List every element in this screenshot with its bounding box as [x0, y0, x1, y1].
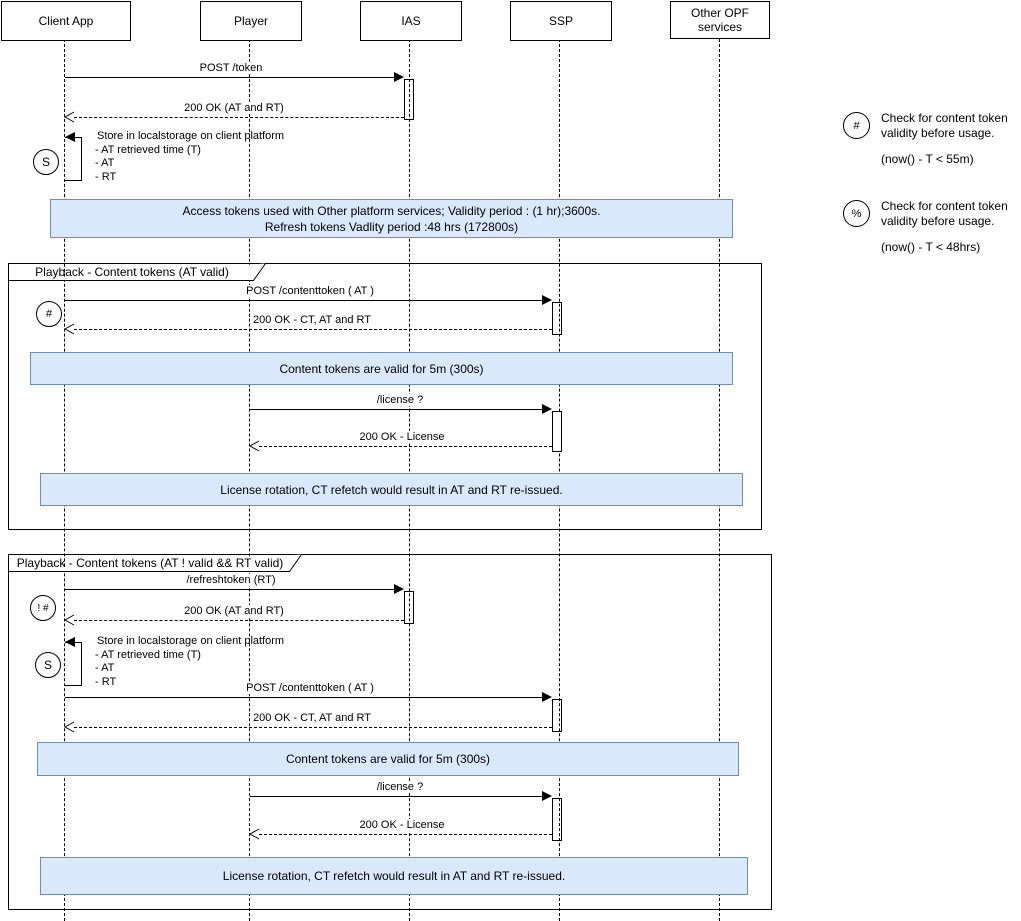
self-message-store-1: Store in localstorage on client platform… — [95, 130, 284, 184]
message-ok-at-rt-label: 200 OK (AT and RT) — [182, 102, 286, 114]
actor-ias: IAS — [360, 1, 462, 41]
band-line: License rotation, CT refetch would resul… — [222, 869, 566, 883]
message-post-token-line — [65, 77, 395, 78]
message-ok-license-2-line — [259, 834, 552, 835]
self-message-bracket — [65, 642, 82, 686]
self-message-bracket — [65, 137, 82, 181]
arrowhead-icon — [394, 72, 404, 82]
message-license-2-label: /license ? — [374, 781, 426, 793]
self-message-item: - RT — [95, 170, 117, 183]
message-refreshtoken-line — [65, 589, 394, 590]
self-message-item: - AT — [95, 662, 115, 674]
message-post-contenttoken-label: POST /contenttoken ( AT ) — [244, 285, 376, 297]
frame-label-outline — [8, 554, 302, 572]
open-arrowhead-icon — [64, 614, 75, 626]
activation-bar-ssp — [552, 699, 562, 732]
open-arrowhead-icon — [64, 323, 75, 335]
arrowhead-icon — [542, 692, 552, 702]
message-ok-license-label: 200 OK - License — [357, 431, 447, 443]
band-line: Access tokens used with Other platform s… — [182, 203, 601, 218]
message-post-token-label: POST /token — [197, 62, 265, 74]
actor-ssp: SSP — [510, 1, 612, 41]
actor-client-app: Client App — [1, 1, 131, 41]
message-license-label: /license ? — [374, 394, 426, 406]
self-message-title: Store in localstorage on client platform — [97, 635, 285, 647]
band-line: Content tokens are valid for 5m (300s) — [285, 752, 491, 766]
band-line: Content tokens are valid for 5m (300s) — [279, 361, 484, 376]
message-ok-ct-at-rt-label: 200 OK - CT, AT and RT — [251, 314, 373, 326]
band-license-rotation-1: License rotation, CT refetch would resul… — [40, 473, 743, 506]
activation-bar-ias — [404, 79, 414, 120]
arrowhead-icon — [394, 584, 404, 594]
note-hash-formula: (now() - T < 55m) — [881, 152, 974, 166]
note-hash-icon: # — [843, 112, 870, 139]
self-message-item: - AT — [95, 157, 115, 169]
self-message-store-2: Store in localstorage on client platform… — [95, 635, 284, 689]
note-percent-icon: % — [843, 200, 870, 227]
message-ok-license-line — [259, 446, 552, 447]
arrowhead-icon — [542, 404, 552, 414]
band-license-rotation-2: License rotation, CT refetch would resul… — [40, 857, 748, 895]
marker-store-2: S — [35, 652, 61, 678]
marker-hash: # — [36, 301, 62, 327]
note-percent-text: Check for content token validity before … — [881, 199, 1008, 228]
actor-label: Client App — [38, 13, 94, 28]
self-message-item: - RT — [95, 675, 117, 688]
self-message-item: - AT retrieved time (T) — [95, 143, 201, 156]
message-ok-ct-at-rt-2-line — [74, 727, 552, 728]
message-post-contenttoken-2-line — [65, 697, 542, 698]
message-license-2-line — [250, 796, 542, 797]
activation-bar-ssp — [552, 411, 562, 452]
note-hash-text: Check for content token validity before … — [881, 111, 1008, 140]
message-license-line — [250, 409, 542, 410]
marker-store-1: S — [33, 149, 59, 175]
self-message-title: Store in localstorage on client platform — [97, 130, 285, 142]
message-post-contenttoken-line — [65, 300, 542, 301]
activation-bar-ias — [404, 591, 414, 624]
open-arrowhead-icon — [64, 721, 75, 733]
band-line: Refresh tokens Vadlity period :48 hrs (1… — [264, 219, 519, 234]
message-refreshtoken-label: /refreshtoken (RT) — [184, 574, 278, 586]
open-arrowhead-icon — [249, 828, 260, 840]
open-arrowhead-icon — [249, 440, 260, 452]
activation-bar-ssp — [552, 302, 562, 335]
actor-other-opf: Other OPF services — [670, 1, 770, 39]
self-message-item: - AT retrieved time (T) — [95, 648, 201, 661]
arrowhead-icon — [542, 295, 552, 305]
arrowhead-icon — [542, 791, 552, 801]
frame-playback-at-valid — [8, 263, 762, 530]
actor-label: Other OPF services — [690, 5, 749, 34]
marker-bang-hash: ! # — [30, 595, 56, 621]
message-ok-at-rt-2-label: 200 OK (AT and RT) — [182, 605, 286, 617]
activation-bar-ssp — [552, 798, 562, 841]
open-arrowhead-icon — [64, 111, 75, 123]
message-ok-license-2-label: 200 OK - License — [357, 819, 447, 831]
actor-player: Player — [200, 1, 302, 41]
actor-label: Player — [233, 13, 268, 28]
band-content-valid-2: Content tokens are valid for 5m (300s) — [37, 742, 739, 776]
band-line: License rotation, CT refetch would resul… — [220, 482, 563, 497]
frame-label-outline — [8, 263, 266, 281]
band-content-valid-1: Content tokens are valid for 5m (300s) — [30, 352, 733, 385]
message-ok-at-rt-line — [74, 117, 404, 118]
message-ok-at-rt-2-line — [74, 620, 404, 621]
frame-label-playback-at-valid: Playback - Content tokens (AT valid) — [35, 264, 229, 279]
message-ok-ct-at-rt-2-label: 200 OK - CT, AT and RT — [251, 712, 373, 724]
message-ok-ct-at-rt-line — [74, 329, 552, 330]
note-percent-formula: (now() - T < 48hrs) — [881, 240, 981, 254]
actor-label: IAS — [401, 13, 421, 28]
actor-label: SSP — [548, 13, 573, 28]
message-post-contenttoken-2-label: POST /contenttoken ( AT ) — [244, 682, 376, 694]
band-access-tokens: Access tokens used with Other platform s… — [50, 199, 733, 238]
frame-playback-at-invalid — [8, 554, 772, 910]
frame-label-playback-at-invalid: Playback - Content tokens (AT ! valid &&… — [16, 555, 284, 570]
